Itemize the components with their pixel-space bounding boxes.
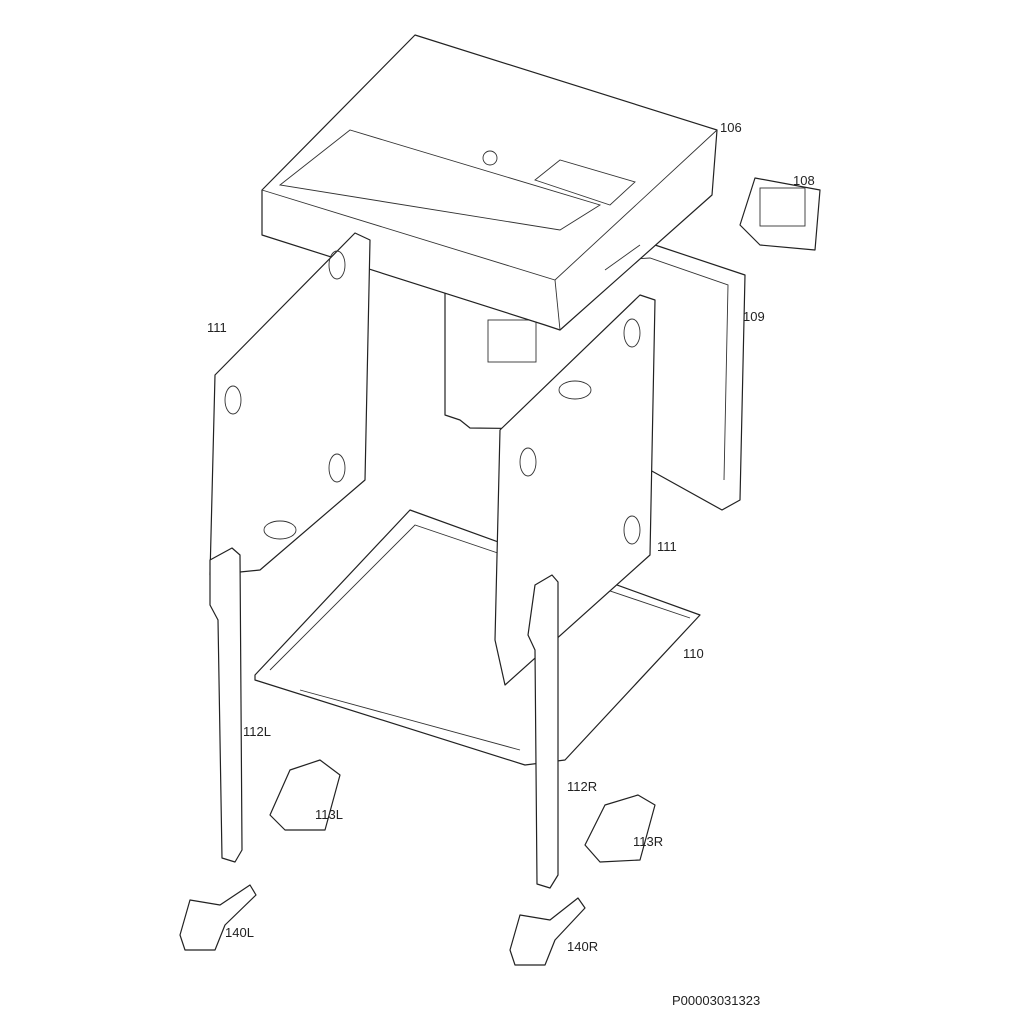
part-113R-bracket [584, 794, 656, 863]
part-140R-hinge [509, 897, 586, 966]
label-106: 106 [720, 120, 742, 135]
part-111-left-side-panel [209, 232, 371, 576]
part-106-top-cover [261, 34, 718, 331]
label-112L: 112L [243, 724, 271, 739]
label-108: 108 [793, 173, 815, 188]
part-113L-bracket [269, 759, 341, 831]
label-111-right: 111 [657, 539, 677, 554]
label-140R: 140R [567, 939, 599, 954]
label-113L: 113L [315, 807, 343, 822]
label-110: 110 [683, 646, 704, 661]
part-112R-right-rail [527, 574, 559, 889]
part-140L-hinge [179, 884, 257, 951]
part-112L-left-rail [209, 547, 243, 863]
drawing-code: P00003031323 [672, 993, 761, 1008]
label-109: 109 [743, 309, 765, 324]
label-140L: 140L [225, 925, 254, 940]
part-108-control-bracket [739, 177, 821, 251]
label-112R: 112R [567, 779, 598, 794]
label-111-left: 111 [207, 320, 227, 335]
label-113R: 113R [633, 834, 664, 849]
